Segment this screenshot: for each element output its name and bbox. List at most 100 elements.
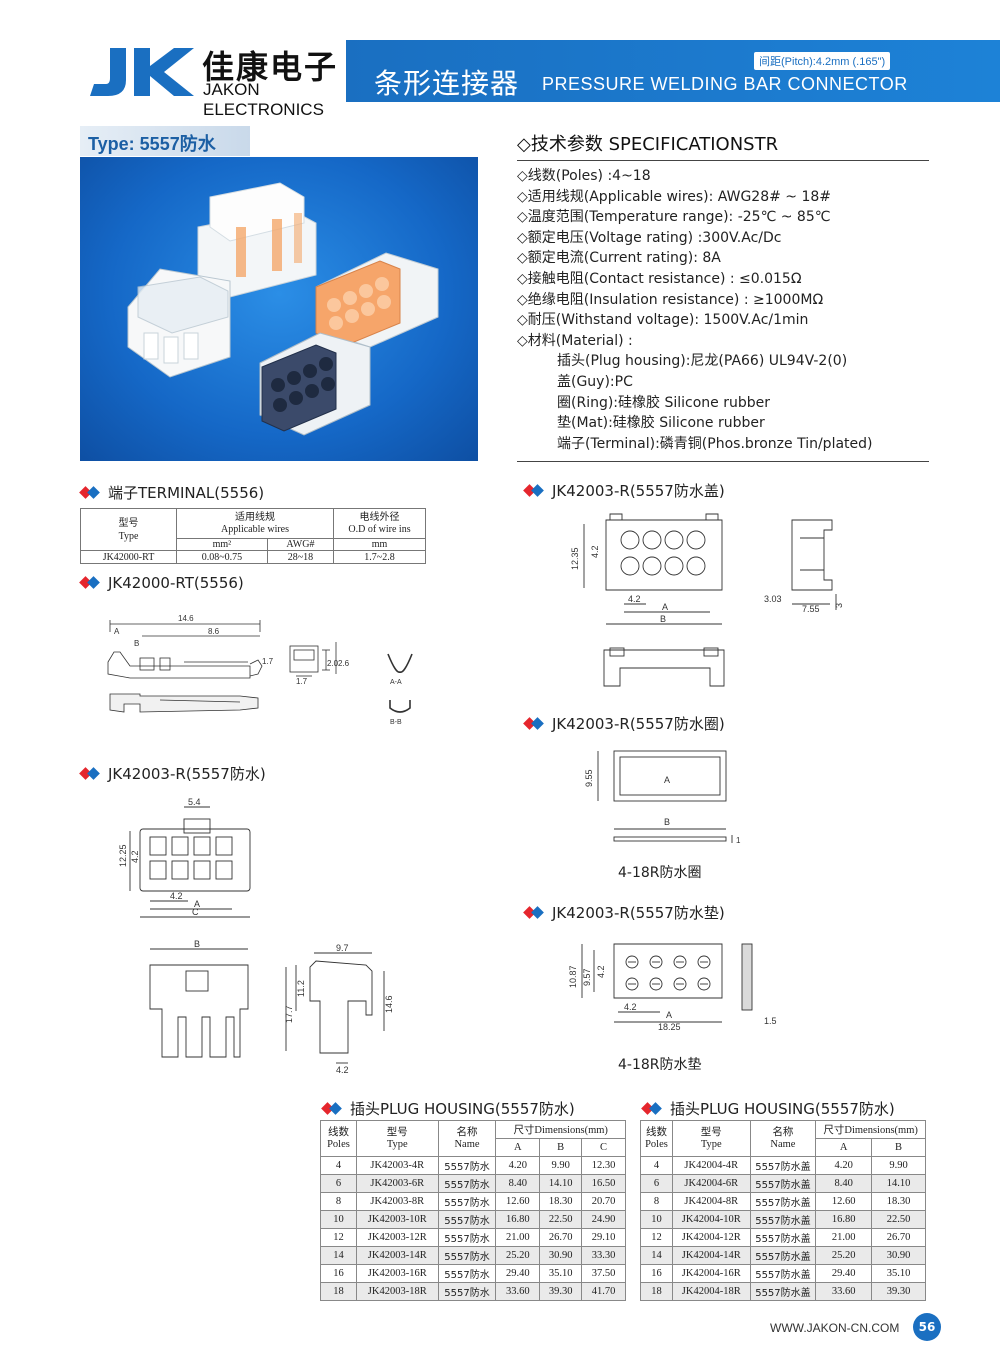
table-cell: 8.40 <box>815 1174 873 1193</box>
table-cell: 4.20 <box>495 1156 541 1175</box>
page-header: 佳康电子 JAKON ELECTRONICS 间距(Pitch):4.2mm (… <box>0 0 1000 119</box>
section-cover: JK42003-R(5557防水盖) <box>523 480 725 501</box>
diamond-bullet-icon <box>79 767 102 780</box>
spec-current: ◇额定电流(Current rating): 8A <box>517 250 721 267</box>
table-cell: 5557防水盖 <box>749 1210 817 1229</box>
pitch-badge: 间距(Pitch):4.2mm (.165") <box>754 52 891 70</box>
table-cell: JK42003-10R <box>355 1210 439 1229</box>
table-cell: 5557防水 <box>437 1210 497 1229</box>
table-cell: 5557防水 <box>437 1228 497 1247</box>
dim-11-2: 11.2 <box>296 980 306 997</box>
th-wires-en: Applicable wires <box>220 523 290 535</box>
table-cell: 16.50 <box>581 1174 626 1193</box>
th-col-c: C <box>581 1138 626 1157</box>
page-number: 56 <box>913 1313 941 1341</box>
table-cell: JK42003-6R <box>355 1174 439 1193</box>
th-poles-cn: 线数 <box>645 1126 667 1138</box>
section-terminal: 端子TERMINAL(5556) <box>79 482 264 503</box>
dim-label-a-cover: A <box>662 602 668 612</box>
th-name-cn: 名称 <box>456 1126 478 1138</box>
table-cell: 12.60 <box>815 1192 873 1211</box>
table-cell: 9.90 <box>539 1156 583 1175</box>
table-cell: 21.00 <box>495 1228 541 1247</box>
spec-wires: ◇适用线规(Applicable wires): AWG28# ~ 18# <box>517 188 832 205</box>
table-cell: 5557防水盖 <box>749 1156 817 1175</box>
table-cell: 4.20 <box>815 1156 873 1175</box>
table-cell: JK42003-8R <box>355 1192 439 1211</box>
th-type-en: Type <box>118 530 139 542</box>
section-terminal-part-label: JK42000-RT(5556) <box>108 574 244 592</box>
spec-divider <box>517 461 929 462</box>
connector-photo-illustration <box>127 182 439 436</box>
table-cell: JK42003-18R <box>355 1282 439 1301</box>
table-cell: 22.50 <box>539 1210 583 1229</box>
table-cell: 5557防水 <box>437 1156 497 1175</box>
spec-material-ring: 圈(Ring):硅橡胶 Silicone rubber <box>557 394 770 411</box>
dim-9-7: 9.7 <box>336 943 349 953</box>
table-cell: JK42003-16R <box>355 1264 439 1283</box>
table-cell: 16.80 <box>495 1210 541 1229</box>
connector-top <box>197 182 317 298</box>
table-cell: JK42004-8R <box>671 1192 751 1211</box>
dim-9-57: 9.57 <box>582 968 592 986</box>
dim-18-25: 18.25 <box>658 1022 681 1032</box>
diamond-bullet-icon <box>321 1102 344 1115</box>
table-cell: 12.30 <box>581 1156 626 1175</box>
table-cell: JK42004-12R <box>671 1228 751 1247</box>
table-cell: 16.80 <box>815 1210 873 1229</box>
table-cell: 22.50 <box>871 1210 926 1229</box>
type-label: Type: 5557防水 <box>80 126 250 156</box>
th-awg: AWG# <box>266 538 335 551</box>
dim-label-b-ring: B <box>664 817 670 827</box>
section-plug-2-label: 插头PLUG HOUSING(5557防水) <box>670 1100 895 1118</box>
footer-url[interactable]: WWW.JAKON-CN.COM <box>770 1321 900 1335</box>
dim-4-2-c: 4.2 <box>336 1065 349 1075</box>
section-bb-label: B-B <box>390 719 402 726</box>
table-cell: 12.60 <box>495 1192 541 1211</box>
th-wires-cn: 适用线规 <box>235 511 275 523</box>
table-cell: 4 <box>640 1156 673 1175</box>
section-housing-label: JK42003-R(5557防水) <box>108 765 266 783</box>
housing-drawing: 5.4 12.25 4.2 4.2 A C B 9.7 11.2 17.7 14… <box>118 797 394 1075</box>
table-cell: JK42004-4R <box>671 1156 751 1175</box>
brand-name-cn: 佳康电子 <box>202 48 339 86</box>
th-od-cn: 电线外径 <box>359 511 400 523</box>
table-cell: JK42003-4R <box>355 1156 439 1175</box>
spec-material-terminal: 端子(Terminal):磷青铜(Phos.bronze Tin/plated) <box>557 435 873 452</box>
table-cell: 29.40 <box>815 1264 873 1283</box>
table-row: JK42000-RT 0.08~0.75 28~18 1.7~2.8 <box>80 550 426 564</box>
table-cell: 18.30 <box>539 1192 583 1211</box>
cell-mm2: 0.08~0.75 <box>176 550 268 564</box>
cell-type: JK42000-RT <box>80 550 177 564</box>
th-name-cn: 名称 <box>772 1126 794 1138</box>
caption-mat: 4-18R防水垫 <box>618 1057 702 1073</box>
table-cell: 37.50 <box>581 1264 626 1283</box>
table-cell: 4 <box>320 1156 357 1175</box>
dim-10-87: 10.87 <box>568 965 578 988</box>
brand-name-en: JAKON ELECTRONICS <box>203 80 324 119</box>
table-cell: 33.30 <box>581 1246 626 1265</box>
table-cell: 39.30 <box>539 1282 583 1301</box>
connector-orange <box>315 252 439 348</box>
table-cell: JK42004-18R <box>671 1282 751 1301</box>
section-ring: JK42003-R(5557防水圈) <box>523 713 725 734</box>
dim-4-2-b: 4.2 <box>170 891 183 901</box>
table-cell: 5557防水 <box>437 1246 497 1265</box>
table-cell: 30.90 <box>539 1246 583 1265</box>
dim-4-2-mat-a: 4.2 <box>596 965 606 978</box>
dim-1-7b: 1.7 <box>296 677 308 686</box>
section-mat-label: JK42003-R(5557防水垫) <box>552 904 725 922</box>
table-cell: 5557防水盖 <box>749 1192 817 1211</box>
table-cell: JK42004-16R <box>671 1264 751 1283</box>
table-cell: 35.10 <box>539 1264 583 1283</box>
dim-label-a-ring: A <box>664 775 670 785</box>
th-type-cn: 型号 <box>700 1126 722 1138</box>
